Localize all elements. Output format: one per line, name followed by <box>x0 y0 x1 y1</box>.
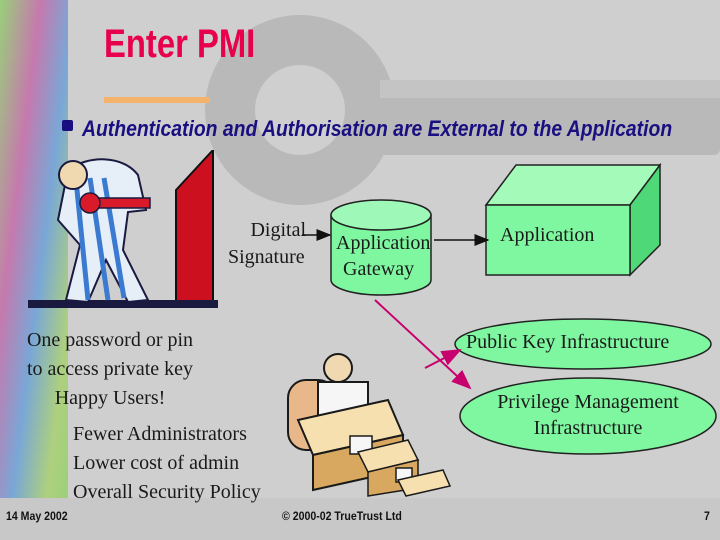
slide-subtitle: Authentication and Authorisation are Ext… <box>82 116 673 141</box>
note-fewer-admins: Fewer Administrators <box>73 423 247 445</box>
gateway-to-pmi-arrow <box>374 299 472 390</box>
gateway-cylinder <box>330 199 432 296</box>
office-worker-illustration <box>287 353 452 497</box>
note-security-policy: Overall Security Policy <box>73 481 261 503</box>
application-cube <box>484 162 662 277</box>
page-number: 7 <box>704 509 710 523</box>
footer-copyright: © 2000-02 TrueTrust Ltd <box>282 509 402 523</box>
pki-label: Public Key Infrastructure <box>466 331 670 353</box>
application-label: Application <box>500 224 595 246</box>
worker-to-pki-arrow <box>424 349 462 369</box>
footer-date: 14 May 2002 <box>6 509 68 523</box>
admin-benefits-notes: Fewer Administrators Lower cost of admin… <box>73 420 261 507</box>
key-watermark <box>205 15 720 205</box>
gateway-line2: Gateway <box>343 258 415 280</box>
gateway-label: Application Gateway <box>336 230 446 282</box>
digital-signature-line1: Digital <box>250 219 306 241</box>
bullet-icon <box>62 120 73 131</box>
man-with-key-illustration <box>28 150 218 308</box>
slide-title: Enter PMI <box>104 22 256 66</box>
digital-signature-label: Digital <box>240 218 306 243</box>
note-happy-users: Happy Users! <box>54 387 166 409</box>
texture-strip <box>0 0 68 540</box>
pmi-label: Privilege Management Infrastructure <box>470 389 706 441</box>
user-benefits-notes: One password or pin to access private ke… <box>4 326 216 413</box>
pmi-line1: Privilege Management <box>497 391 679 413</box>
pki-ellipse <box>454 318 712 370</box>
pmi-line2: Infrastructure <box>533 417 643 439</box>
title-underline <box>104 97 210 103</box>
note-password: One password or pin <box>26 329 194 351</box>
pmi-ellipse <box>459 377 717 455</box>
gateway-line1: Application <box>336 232 431 254</box>
note-lower-cost: Lower cost of admin <box>73 452 240 474</box>
digital-signature-line2: Signature <box>228 246 305 268</box>
note-private-key: to access private key <box>26 358 194 380</box>
